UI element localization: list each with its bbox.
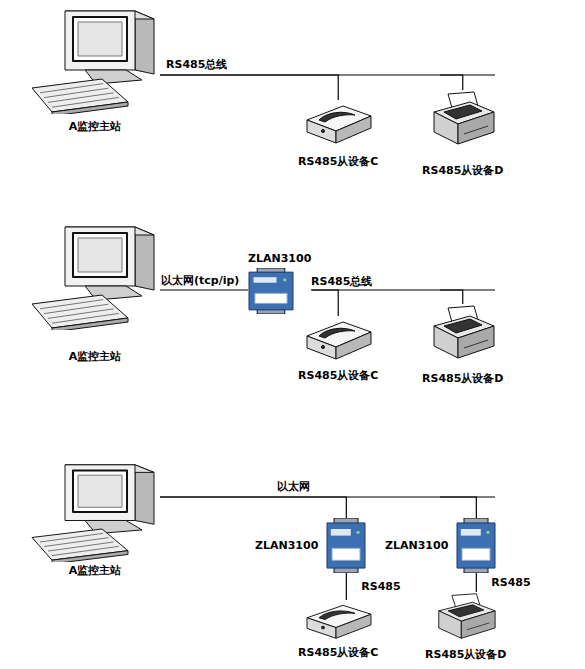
node-label: A监控主站 [69,120,122,133]
bus-connector [311,290,338,316]
pc-icon [30,8,160,114]
dev-icon [303,100,373,145]
node-label: ZLAN3100 [255,539,318,552]
node-label: RS485从设备C [298,646,378,659]
line-label: RS485 [360,580,401,593]
node-label: RS485从设备D [425,648,507,661]
bus-connector [160,75,338,100]
node-label: RS485从设备D [422,372,504,385]
prn-icon [435,592,497,640]
node-label: ZLAN3100 [385,539,448,552]
zlan-icon [326,518,366,573]
node-label: RS485从设备C [298,155,378,168]
node-label: RS485从设备D [422,164,504,177]
slave-device: RS485从设备C [298,316,378,382]
pc-icon [30,224,160,330]
line-label: RS485 [490,576,531,589]
line-label: RS485总线 [165,58,228,71]
node-label: RS485从设备C [298,369,378,382]
bus-connector [476,573,477,592]
prn-icon [430,304,496,360]
bus-connector [160,497,346,518]
node-label: ZLAN3100 [248,252,311,265]
line-label: RS485总线 [310,275,373,288]
converter-device: ZLAN3100 [248,252,311,314]
slave-device: RS485从设备D [422,90,504,177]
line-label: 以太网 [276,480,311,493]
dev-icon [303,316,373,361]
bus-connector [160,289,248,290]
bus-connector [160,497,476,518]
host-computer: A监控主站 [30,224,160,363]
node-label: A监控主站 [69,350,122,363]
bus-connector [346,573,347,600]
bus-connector [160,75,463,90]
slave-device: RS485从设备C [298,600,378,659]
zlan-icon [456,518,496,573]
slave-device: RS485从设备D [425,592,507,661]
host-computer: A监控主站 [30,8,160,133]
converter-device: ZLAN3100 [255,518,366,573]
zlan-icon [248,268,294,314]
prn-icon [430,90,496,146]
pc-icon [30,462,160,562]
slave-device: RS485从设备D [422,304,504,385]
line-label: 以太网(tcp/ip) [160,274,240,287]
host-computer: A监控主站 [30,462,160,577]
slave-device: RS485从设备C [298,100,378,168]
dev-icon [303,600,373,640]
node-label: A监控主站 [69,564,122,577]
converter-device: ZLAN3100 [385,518,496,573]
bus-connector [311,290,462,304]
